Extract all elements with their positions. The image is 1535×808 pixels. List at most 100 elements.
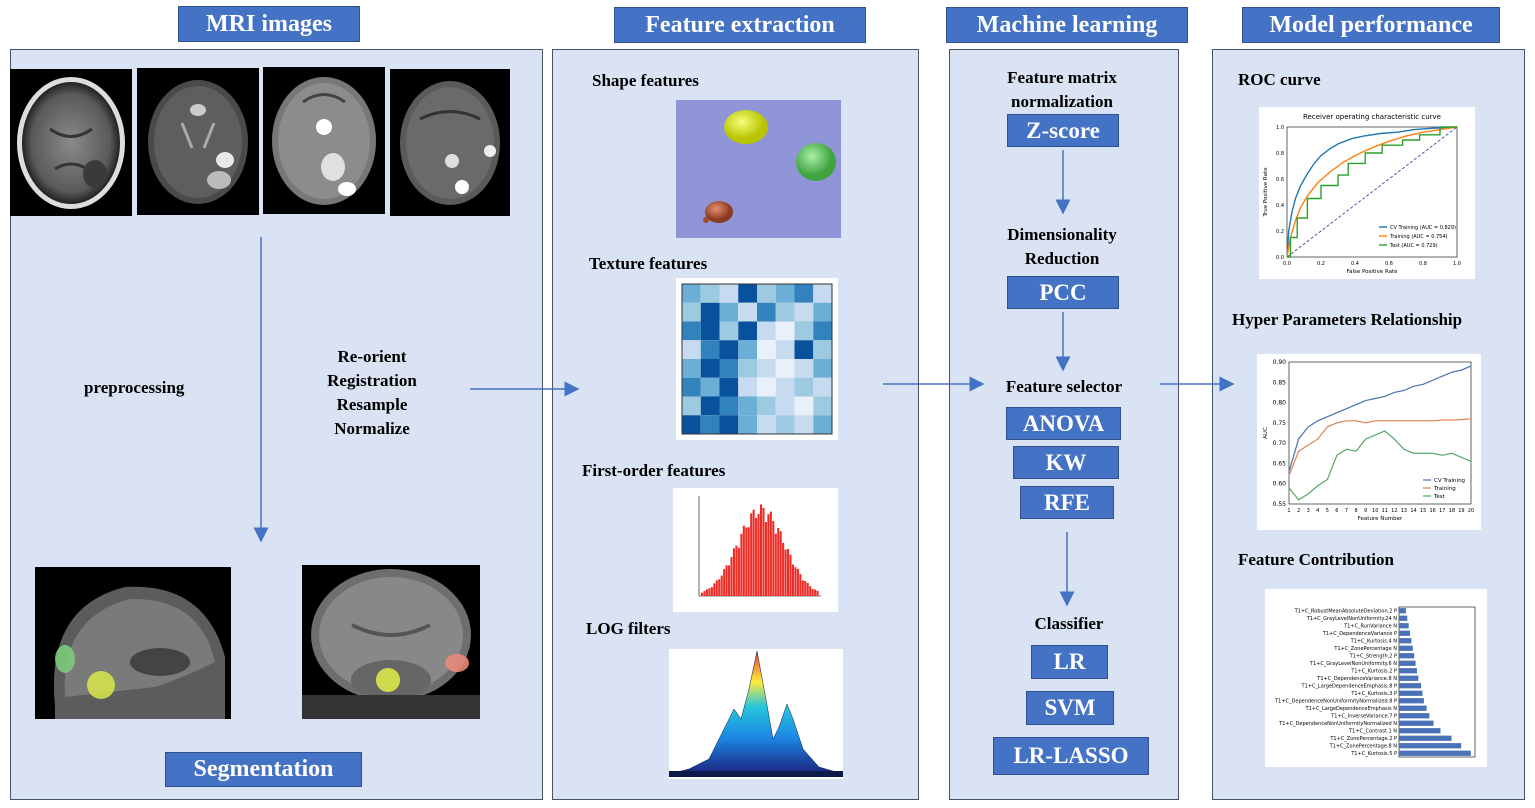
contrib-label: T1+C_DependenceVariance P bbox=[1322, 631, 1397, 637]
hyper-ytick: 0.80 bbox=[1273, 400, 1287, 407]
roc-ylabel: True Positive Rate bbox=[1263, 167, 1269, 218]
roc-curve-label: ROC curve bbox=[1238, 70, 1321, 89]
contrib-bar bbox=[1399, 668, 1417, 674]
roc-ytick: 0.4 bbox=[1276, 203, 1284, 209]
heatmap-cell bbox=[794, 340, 814, 359]
roc-diagonal bbox=[1286, 126, 1458, 258]
roc-xtick: 1.0 bbox=[1453, 261, 1461, 267]
hyper-xtick: 10 bbox=[1372, 508, 1378, 514]
contrib-label: T1+C_RunVariance N bbox=[1343, 624, 1397, 630]
histo-bar bbox=[735, 545, 738, 596]
heatmap-cell bbox=[700, 302, 720, 322]
heatmap-cell bbox=[682, 284, 701, 303]
mri-coronal-segmented bbox=[302, 565, 480, 719]
hyper-xtick: 2 bbox=[1297, 508, 1300, 514]
heatmap-cell bbox=[738, 284, 757, 303]
heatmap-cell bbox=[775, 302, 795, 322]
normalization-line2: normalization bbox=[1010, 92, 1113, 111]
hyper-ytick: 0.55 bbox=[1273, 501, 1287, 508]
zscore-box: Z-score bbox=[1007, 114, 1119, 147]
lr-box: LR bbox=[1031, 645, 1108, 679]
histo-bar bbox=[767, 514, 770, 596]
roc-frame bbox=[1286, 126, 1458, 258]
roc-ytick: 0.0 bbox=[1276, 255, 1284, 261]
hyper-xtick: 5 bbox=[1326, 508, 1329, 514]
histo-bar bbox=[715, 580, 718, 596]
histo-bar bbox=[772, 521, 775, 596]
histo-bar bbox=[718, 579, 721, 596]
hyper-xtick: 1 bbox=[1287, 508, 1290, 514]
step-reorient: Re-orient bbox=[337, 347, 407, 366]
contrib-bar bbox=[1399, 713, 1430, 719]
histo-bar bbox=[814, 589, 817, 596]
hyper-ytick: 0.65 bbox=[1273, 460, 1287, 467]
histo-bar bbox=[791, 564, 795, 596]
contrib-label: T1+C_Strength.2 P bbox=[1349, 654, 1397, 660]
feature-selector-label: Feature selector bbox=[1005, 377, 1123, 396]
heatmap-cell bbox=[775, 321, 795, 341]
histo-bar bbox=[755, 518, 758, 596]
hyper-legend-entry: Test bbox=[1433, 494, 1446, 500]
hyper-legend-entry: Training bbox=[1433, 486, 1456, 492]
heatmap-cell bbox=[700, 377, 720, 397]
hyper-xtick: 14 bbox=[1410, 508, 1416, 514]
heatmap-cell bbox=[775, 284, 795, 303]
histo-bar bbox=[760, 504, 763, 596]
histo-bar bbox=[757, 513, 760, 596]
mri-axial-1 bbox=[10, 69, 132, 216]
hyper-xtick: 17 bbox=[1439, 508, 1445, 514]
contrib-bar bbox=[1399, 683, 1422, 689]
roc-title: Receiver operating characteristic curve bbox=[1303, 113, 1441, 121]
heatmap-cell bbox=[813, 340, 832, 359]
step-resample: Resample bbox=[336, 395, 408, 414]
log-filters-image bbox=[669, 649, 843, 779]
contrib-bar bbox=[1399, 728, 1441, 734]
contrib-bar bbox=[1399, 735, 1452, 741]
roc-ytick: 0.8 bbox=[1276, 151, 1284, 157]
histo-bar bbox=[794, 567, 797, 596]
first-order-histogram bbox=[673, 488, 838, 612]
contrib-label: T1+C_ZonePercentage N bbox=[1333, 646, 1397, 652]
histo-bar bbox=[703, 591, 706, 596]
heatmap-cell bbox=[700, 321, 720, 341]
histo-bar bbox=[713, 583, 716, 596]
kw-box: KW bbox=[1013, 446, 1119, 479]
heatmap-cell bbox=[813, 377, 832, 397]
hyper-ytick: 0.85 bbox=[1273, 379, 1287, 386]
roc-xlabel: False Positive Rate bbox=[1346, 269, 1398, 275]
contrib-bar bbox=[1399, 623, 1409, 629]
hyper-xtick: 15 bbox=[1420, 508, 1426, 514]
heatmap-cell bbox=[738, 340, 757, 359]
heatmap-cell bbox=[813, 396, 832, 416]
roc-xtick: 0.8 bbox=[1419, 261, 1427, 267]
histo-bar bbox=[777, 528, 780, 596]
header-ml: Machine learning bbox=[946, 7, 1188, 43]
heatmap-cell bbox=[794, 377, 814, 397]
roc-xtick: 0.0 bbox=[1283, 261, 1291, 267]
heatmap-cell bbox=[700, 340, 720, 359]
histo-bar bbox=[732, 548, 736, 596]
heatmap-cell bbox=[794, 359, 814, 378]
histo-bar bbox=[796, 568, 799, 596]
histo-bar bbox=[728, 565, 731, 596]
heatmap-frame bbox=[681, 283, 833, 435]
roc-legend-entry: CV Training (AUC = 0.829) bbox=[1390, 225, 1456, 231]
hyper-ytick: 0.75 bbox=[1273, 420, 1287, 427]
histo-bar bbox=[816, 590, 819, 596]
heatmap-cell bbox=[738, 377, 757, 397]
heatmap-cell bbox=[719, 415, 739, 434]
histo-bar bbox=[764, 522, 767, 596]
contrib-bar bbox=[1399, 720, 1434, 726]
heatmap-cell bbox=[775, 359, 795, 378]
normalization-line1: Feature matrix bbox=[1007, 68, 1117, 87]
dimensionality-line2: Reduction bbox=[1024, 249, 1100, 268]
dimensionality-label: Dimensionality Reduction bbox=[1007, 223, 1117, 271]
contrib-label: T1+C_ZonePercentage.8 N bbox=[1329, 744, 1398, 750]
heatmap-cell bbox=[719, 284, 739, 303]
roc-ytick: 0.2 bbox=[1276, 229, 1284, 235]
histo-bar bbox=[809, 586, 812, 596]
heatmap-cell bbox=[682, 359, 701, 378]
hyper-parameters-label: Hyper Parameters Relationship bbox=[1232, 310, 1463, 329]
hyper-ytick: 0.70 bbox=[1273, 440, 1287, 447]
hyper-xtick: 8 bbox=[1354, 508, 1357, 514]
